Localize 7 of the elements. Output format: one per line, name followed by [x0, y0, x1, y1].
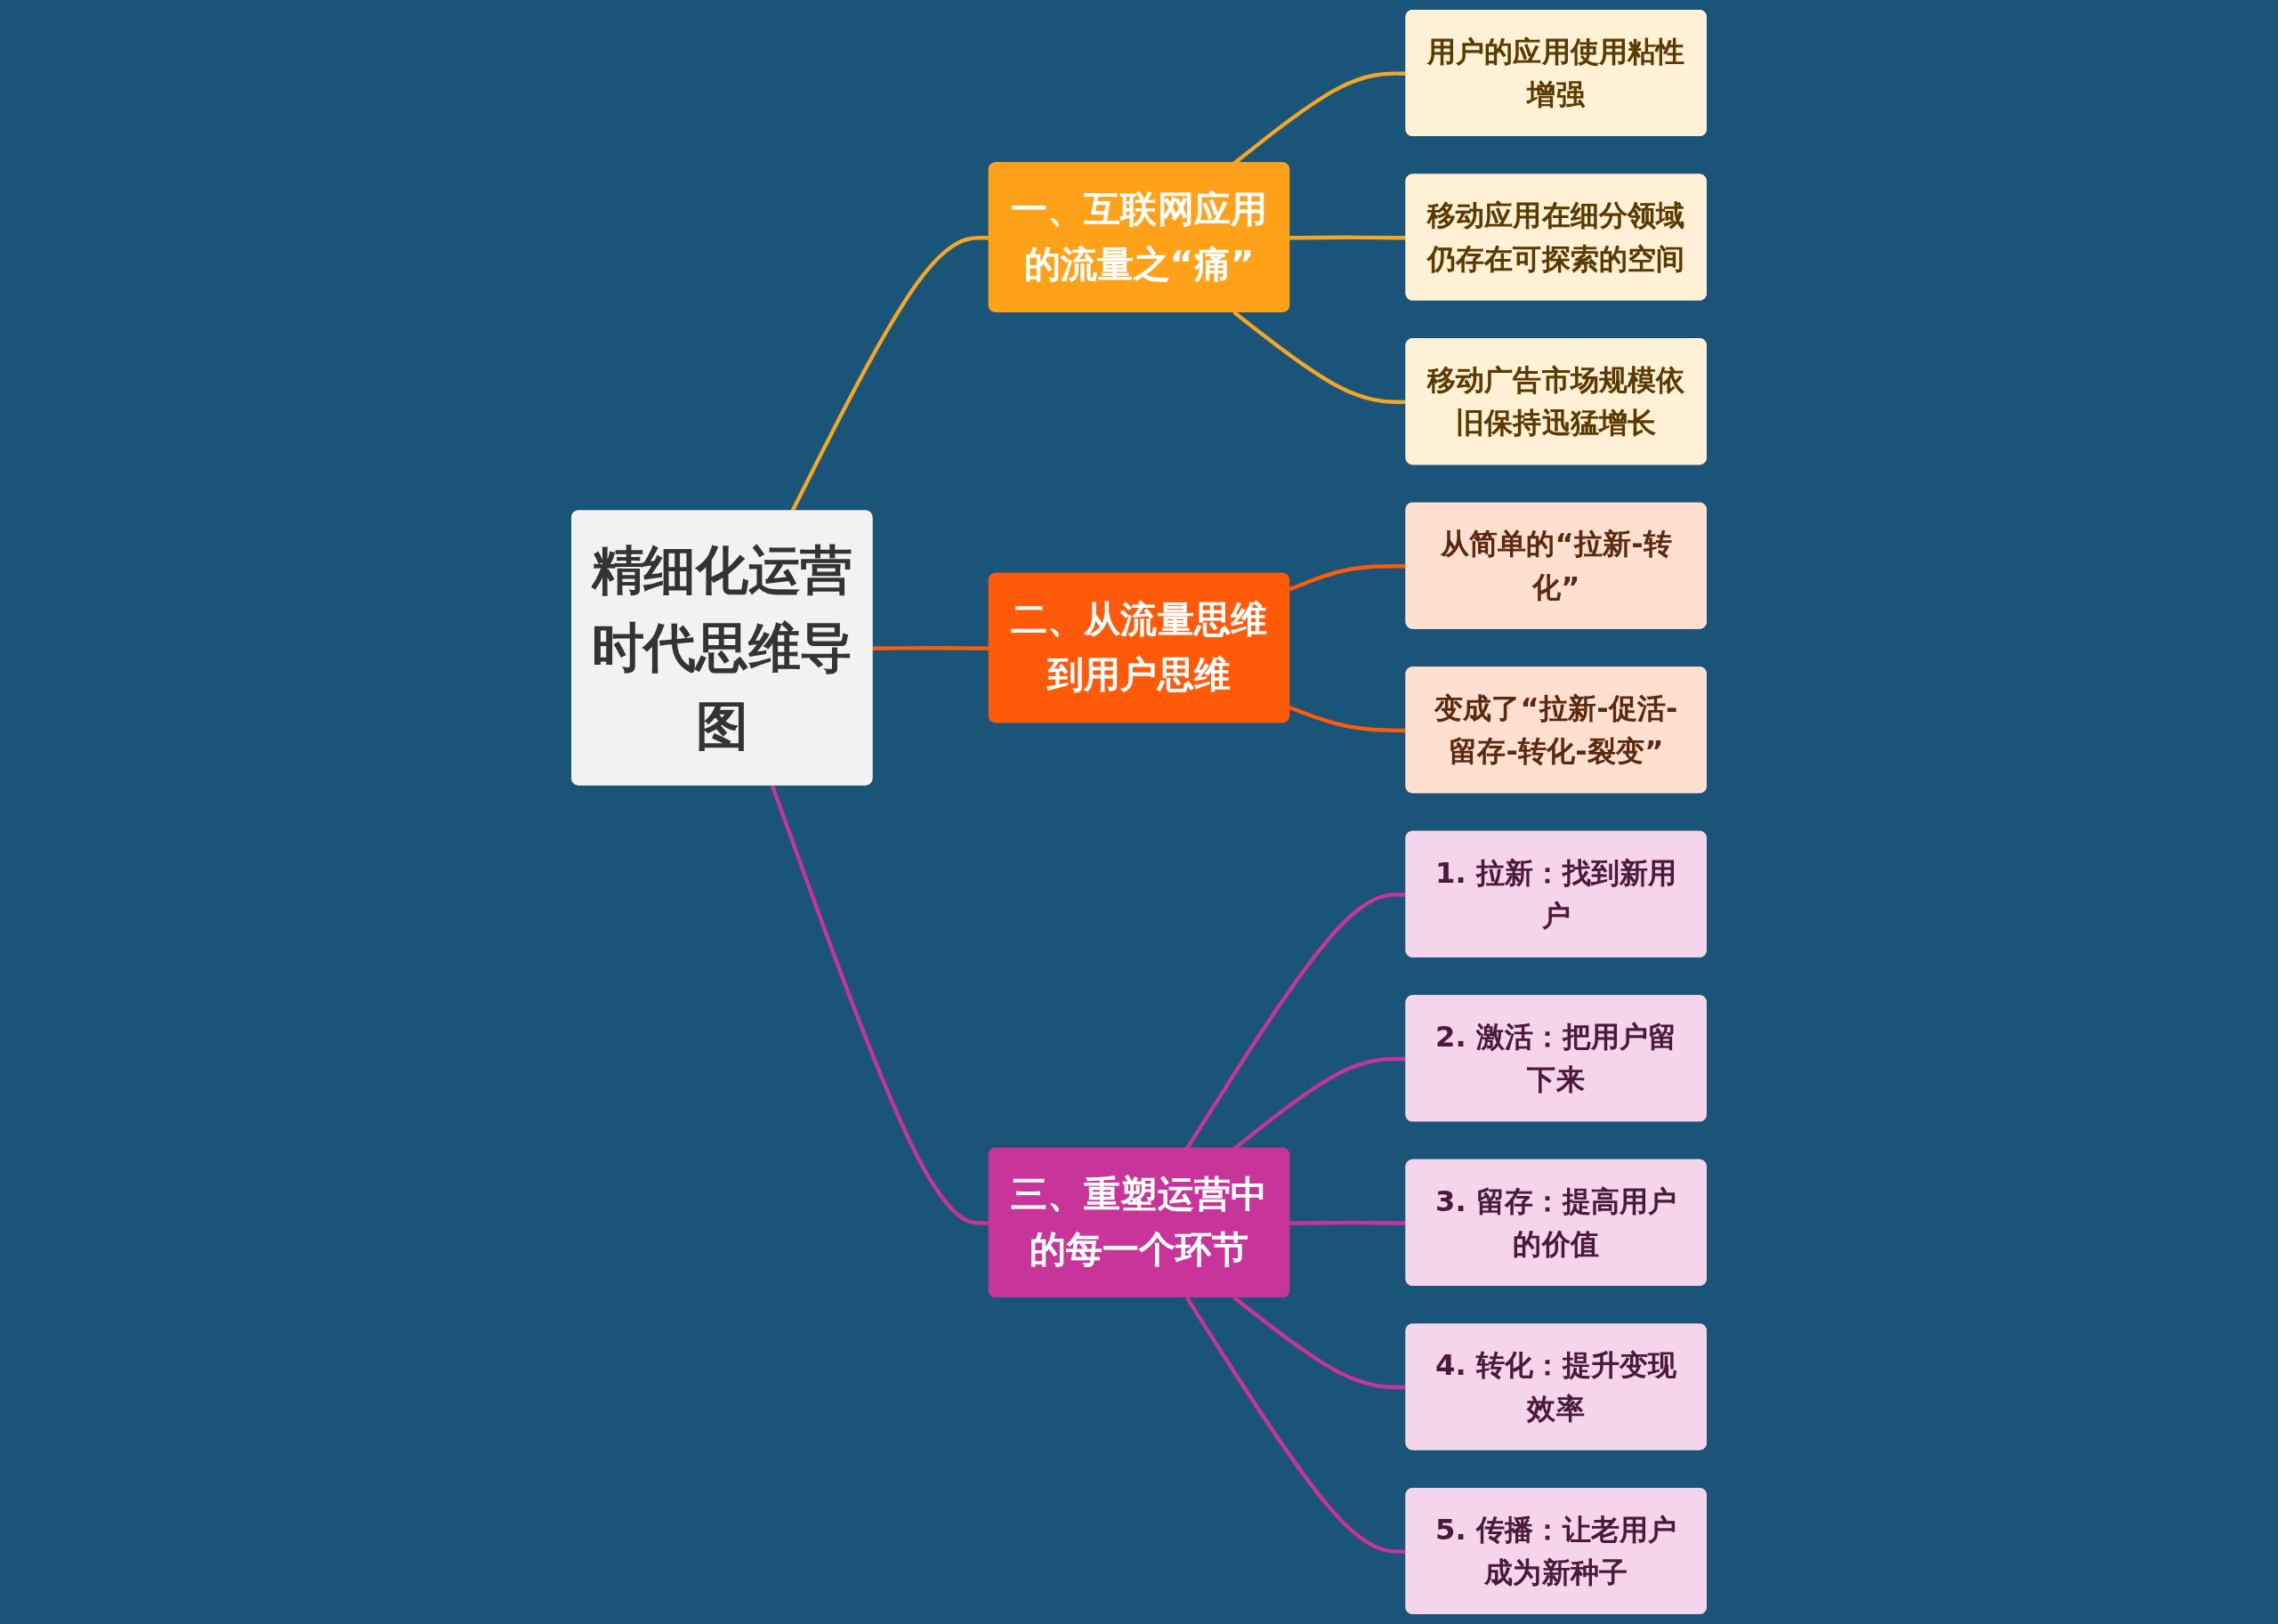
- connector: [1184, 1296, 1407, 1554]
- connector: [1289, 1220, 1407, 1225]
- connector: [1232, 311, 1407, 405]
- connector: [1288, 564, 1407, 592]
- connector: [1232, 1296, 1407, 1390]
- connector: [1289, 235, 1407, 240]
- connector: [1288, 705, 1407, 733]
